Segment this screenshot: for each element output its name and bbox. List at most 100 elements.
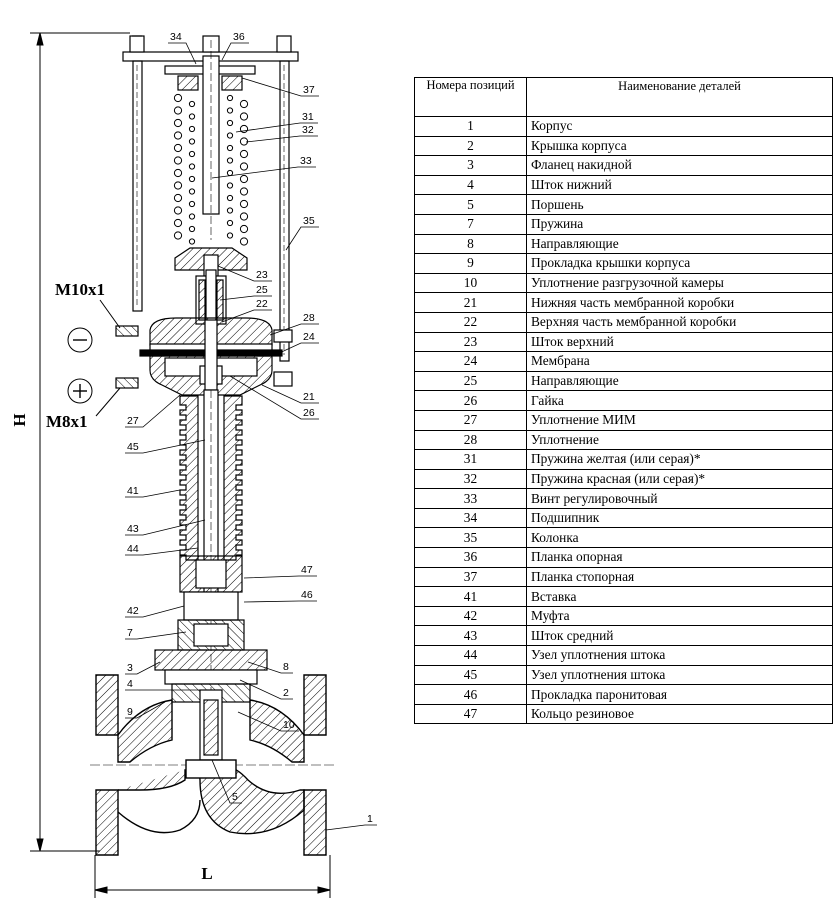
adjusting-screw	[202, 40, 220, 240]
spring-coil	[173, 143, 183, 153]
part-name: Планка опорная	[526, 547, 833, 568]
spring-coil	[239, 174, 249, 184]
position-number: 42	[414, 605, 527, 627]
callout-number: 2	[283, 687, 289, 699]
height-dimension	[30, 32, 130, 852]
position-number: 27	[414, 409, 527, 431]
part-name: Крышка корпуса	[526, 135, 833, 157]
position-number: 10	[414, 272, 527, 294]
callout-number: 26	[303, 407, 315, 419]
callout-leader	[261, 384, 319, 404]
callout-number: 47	[301, 564, 313, 576]
position-number: 4	[414, 174, 527, 196]
callout-number: 31	[302, 111, 314, 123]
callout-number: 23	[256, 269, 268, 281]
callout-leader	[221, 309, 272, 323]
callout-number: 22	[256, 298, 268, 310]
valve-body	[90, 674, 335, 856]
callout-number: 5	[232, 791, 238, 803]
callout-leader	[269, 323, 319, 336]
valve-assembly-drawing: H L	[10, 31, 377, 898]
callout-leader	[221, 42, 249, 61]
spring-coil	[188, 113, 196, 120]
callout-leader	[125, 605, 185, 618]
part-name: Прокладка паронитовая	[526, 684, 833, 705]
callout-leader	[285, 226, 319, 251]
spring-coil	[173, 181, 183, 190]
spring-coil	[188, 200, 196, 208]
part-name: Пружина красная (или серая)*	[526, 468, 833, 490]
springs	[173, 93, 249, 246]
callout-leader	[219, 295, 272, 301]
spring-coil	[173, 106, 183, 115]
thread-leaders	[95, 299, 121, 417]
callout-number: 28	[303, 312, 315, 324]
callout-leader	[274, 342, 319, 356]
part-name: Винт регулировочный	[526, 488, 833, 509]
callout-number: 10	[283, 719, 295, 731]
spring-coil	[188, 225, 196, 233]
position-number: 31	[414, 449, 527, 470]
position-number: 24	[414, 351, 527, 372]
spring-coil	[173, 93, 183, 103]
callout-leaders	[125, 42, 377, 831]
callout-leader	[125, 631, 187, 640]
length-label: L	[201, 864, 212, 883]
position-number: 44	[414, 645, 527, 666]
callout-number: 24	[303, 331, 315, 343]
part-name: Нижняя часть мембранной коробки	[526, 292, 833, 313]
callout-leader	[125, 519, 206, 536]
callout-leader	[241, 77, 319, 97]
spring-coil	[226, 232, 234, 239]
spring-coil	[239, 149, 249, 159]
spring-coil	[188, 188, 196, 195]
part-name: Шток верхний	[526, 331, 833, 353]
membrane-box	[115, 317, 293, 396]
callout-leader	[125, 394, 181, 428]
callout-number: 36	[233, 31, 245, 43]
callout-leader	[125, 439, 206, 454]
callout-leader	[243, 575, 317, 579]
callout-leader	[125, 489, 181, 498]
callout-leader	[245, 135, 318, 143]
callout-leader	[211, 166, 316, 179]
spring-coil	[226, 132, 234, 139]
position-number: 46	[414, 684, 527, 705]
position-number: 34	[414, 507, 527, 529]
part-name: Уплотнение разгрузочной камеры	[526, 272, 833, 294]
position-number: 8	[414, 233, 527, 255]
position-number: 3	[414, 155, 527, 176]
position-number: 32	[414, 468, 527, 490]
callout-number: 42	[127, 605, 139, 617]
callout-leader	[239, 679, 293, 700]
spring-coil	[226, 107, 234, 114]
part-name: Кольцо резиновое	[526, 703, 833, 725]
spring-coil	[226, 219, 234, 227]
spring-coil	[226, 157, 234, 164]
callout-number: 32	[302, 124, 314, 136]
position-number: 36	[414, 547, 527, 568]
callout-leader	[235, 122, 318, 133]
spring-coil	[173, 156, 183, 165]
part-name: Колонка	[526, 527, 833, 549]
callout-number: 4	[127, 678, 133, 690]
spring-coil	[226, 169, 234, 177]
spring-coil	[226, 94, 234, 102]
position-number: 45	[414, 664, 527, 686]
part-name: Шток средний	[526, 625, 833, 647]
position-number: 28	[414, 429, 527, 451]
position-number: 5	[414, 194, 527, 215]
part-name: Гайка	[526, 390, 833, 411]
spring-coil	[226, 144, 234, 152]
spring-coil	[239, 187, 249, 196]
spring-coil	[239, 199, 249, 209]
part-name: Направляющие	[526, 233, 833, 255]
